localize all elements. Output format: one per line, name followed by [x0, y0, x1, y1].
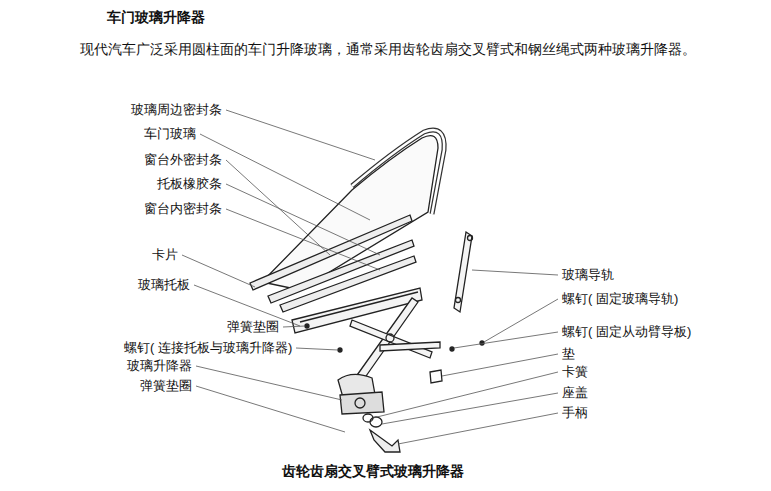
regulator-base: [340, 392, 384, 414]
pivot: [386, 334, 394, 342]
leader-line: [442, 354, 558, 376]
leader-line: [182, 255, 255, 287]
part-label: 弹簧垫圈: [227, 318, 279, 336]
leader-line: [484, 299, 558, 342]
leader-line: [296, 348, 338, 350]
page-title: 车门玻璃升降器: [107, 8, 205, 26]
part-label: 螺钉( 连接托板与玻璃升降器): [124, 339, 292, 357]
rail-hole: [468, 236, 473, 241]
leader-line: [454, 332, 558, 348]
leader-line: [226, 184, 380, 255]
part-label: 窗台内密封条: [144, 200, 222, 218]
spring-washer: [305, 324, 309, 328]
leader-line: [283, 326, 305, 327]
part-label: 托板橡胶条: [157, 175, 222, 193]
leader-line: [226, 160, 330, 255]
part-label: 座盖: [562, 384, 588, 402]
part-label: 螺钉( 固定玻璃导轨): [562, 290, 678, 308]
driven-arm: [350, 320, 432, 358]
part-label: 手柄: [562, 404, 588, 422]
figure-caption: 齿轮齿扇交叉臂式玻璃升降器: [282, 462, 464, 480]
part-label: 玻璃托板: [138, 276, 190, 294]
screw: [480, 341, 484, 345]
parts: [250, 130, 484, 452]
part-label: 玻璃导轨: [562, 266, 614, 284]
part-label: 玻璃升降器: [127, 357, 192, 375]
gear-hub: [355, 398, 365, 408]
arm-guide: [380, 342, 440, 351]
leader-line: [226, 209, 380, 270]
part-label: 车门玻璃: [144, 125, 196, 143]
leader-line: [373, 372, 558, 418]
part-label: 螺钉( 固定从动臂导板): [562, 323, 691, 341]
part-label: 玻璃周边密封条: [131, 101, 222, 119]
leader-line: [196, 386, 345, 432]
rail-hole: [456, 298, 461, 303]
intro-paragraph: 现代汽车广泛采用圆柱面的车门升降玻璃，通常采用齿轮齿扇交叉臂式和钢丝绳式两种玻璃…: [18, 38, 753, 60]
perimeter-seal: [352, 130, 444, 214]
leader-line: [398, 413, 558, 444]
leader-line: [200, 134, 370, 220]
part-label: 窗台外密封条: [144, 151, 222, 169]
part-label: 弹簧垫圈: [140, 377, 192, 395]
leader-line: [226, 110, 375, 160]
seat-cover: [370, 417, 382, 427]
perimeter-seal-inner: [352, 130, 444, 214]
pad: [430, 370, 442, 383]
leader-lines: [182, 110, 558, 444]
leader-line: [196, 366, 342, 400]
part-label: 垫: [562, 345, 575, 363]
screw: [338, 348, 342, 352]
glass-guide-rail: [454, 232, 472, 312]
leader-line: [382, 393, 558, 424]
part-label: 卡片: [152, 246, 178, 264]
leader-line: [472, 270, 558, 275]
screw: [450, 347, 454, 351]
crank-handle: [370, 430, 400, 452]
part-label: 卡簧: [562, 363, 588, 381]
